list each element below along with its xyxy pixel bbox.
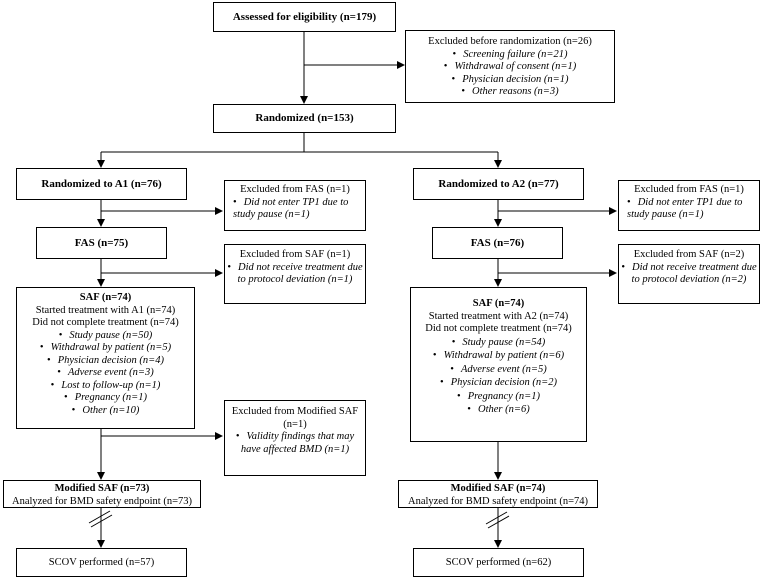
break-mark-a2 bbox=[485, 511, 508, 525]
list-item: Screening failure (n=21) bbox=[406, 49, 614, 62]
list-item: Physician decision (n=4) bbox=[17, 355, 194, 368]
a2-fas-label: FAS (n=76) bbox=[470, 237, 525, 249]
a2-mod-saf-title: Modified SAF (n=74) bbox=[450, 483, 546, 494]
a1-saf-line1: Started treatment with A1 (n=74) bbox=[35, 304, 176, 316]
a1-randomized-label: Randomized to A1 (n=76) bbox=[41, 178, 162, 190]
a2-saf-line2: Did not complete treatment (n=74) bbox=[425, 323, 572, 334]
list-item: Withdrawal by patient (n=6) bbox=[411, 349, 586, 363]
a1-fas-label: FAS (n=75) bbox=[74, 237, 129, 249]
assessed-box: Assessed for eligibility (n=179) bbox=[213, 2, 396, 32]
a1-saf-title: SAF (n=74) bbox=[79, 292, 132, 303]
a1-fas-box: FAS (n=75) bbox=[36, 227, 167, 259]
list-item: Adverse event (n=3) bbox=[17, 367, 194, 380]
excluded-before-title: Excluded before randomization (n=26) bbox=[428, 36, 592, 47]
list-item: Other (n=6) bbox=[411, 403, 586, 417]
a1-excl-saf-title: Excluded from SAF (n=1) bbox=[239, 249, 351, 260]
a2-saf-box: SAF (n=74) Started treatment with A2 (n=… bbox=[410, 287, 587, 442]
assessed-label: Assessed for eligibility (n=179) bbox=[232, 11, 377, 23]
list-item: Withdrawal by patient (n=5) bbox=[17, 342, 194, 355]
list-item: Did not receive treatment due to protoco… bbox=[225, 262, 365, 287]
a2-mod-saf-box: Modified SAF (n=74) Analyzed for BMD saf… bbox=[398, 480, 598, 508]
list-item: Physician decision (n=2) bbox=[411, 376, 586, 390]
a1-excl-mod-box: Excluded from Modified SAF (n=1) Validit… bbox=[224, 400, 366, 476]
list-item: Did not enter TP1 due to study pause (n=… bbox=[619, 197, 759, 222]
a2-saf-line1: Started treatment with A2 (n=74) bbox=[428, 310, 569, 322]
list-item: Pregnancy (n=1) bbox=[411, 390, 586, 404]
a1-excl-fas-title: Excluded from FAS (n=1) bbox=[240, 184, 350, 195]
list-item: Did not enter TP1 due to study pause (n=… bbox=[225, 197, 365, 222]
list-item: Study pause (n=50) bbox=[17, 330, 194, 343]
list-item: Physician decision (n=1) bbox=[406, 74, 614, 87]
a2-excl-fas-box: Excluded from FAS (n=1) Did not enter TP… bbox=[618, 180, 760, 231]
a2-randomized-box: Randomized to A2 (n=77) bbox=[413, 168, 584, 200]
a2-saf-title: SAF (n=74) bbox=[472, 298, 525, 309]
list-item: Study pause (n=54) bbox=[411, 336, 586, 350]
a2-excl-fas-title: Excluded from FAS (n=1) bbox=[634, 184, 744, 195]
excluded-before-box: Excluded before randomization (n=26) Scr… bbox=[405, 30, 615, 103]
randomized-box: Randomized (n=153) bbox=[213, 104, 396, 133]
list-item: Did not receive treatment due to protoco… bbox=[619, 262, 759, 287]
list-item: Lost to follow-up (n=1) bbox=[17, 380, 194, 393]
a1-saf-box: SAF (n=74) Started treatment with A1 (n=… bbox=[16, 287, 195, 429]
list-item: Other reasons (n=3) bbox=[406, 86, 614, 99]
list-item: Other (n=10) bbox=[17, 405, 194, 418]
list-item: Pregnancy (n=1) bbox=[17, 392, 194, 405]
a1-mod-saf-title: Modified SAF (n=73) bbox=[54, 483, 150, 494]
a1-excl-fas-box: Excluded from FAS (n=1) Did not enter TP… bbox=[224, 180, 366, 231]
a1-saf-line2: Did not complete treatment (n=74) bbox=[32, 317, 179, 328]
a2-mod-saf-line: Analyzed for BMD safety endpoint (n=74) bbox=[407, 495, 588, 507]
a1-mod-saf-box: Modified SAF (n=73) Analyzed for BMD saf… bbox=[3, 480, 201, 508]
a1-scov-box: SCOV performed (n=57) bbox=[16, 548, 187, 577]
a2-randomized-label: Randomized to A2 (n=77) bbox=[438, 178, 559, 190]
a1-mod-saf-line: Analyzed for BMD safety endpoint (n=73) bbox=[11, 495, 192, 507]
list-item: Adverse event (n=5) bbox=[411, 363, 586, 377]
a2-scov-label: SCOV performed (n=62) bbox=[445, 557, 552, 568]
a2-scov-box: SCOV performed (n=62) bbox=[413, 548, 584, 577]
a2-excl-saf-title: Excluded from SAF (n=2) bbox=[633, 249, 745, 260]
a2-fas-box: FAS (n=76) bbox=[432, 227, 563, 259]
a1-scov-label: SCOV performed (n=57) bbox=[48, 557, 155, 568]
a1-excl-saf-box: Excluded from SAF (n=1) Did not receive … bbox=[224, 244, 366, 304]
a2-excl-saf-box: Excluded from SAF (n=2) Did not receive … bbox=[618, 244, 760, 304]
list-item: Withdrawal of consent (n=1) bbox=[406, 61, 614, 74]
a1-excl-mod-title: Excluded from Modified SAF bbox=[231, 406, 359, 417]
break-mark-a1 bbox=[88, 510, 111, 524]
a1-excl-mod-title2: (n=1) bbox=[283, 418, 307, 430]
a1-randomized-box: Randomized to A1 (n=76) bbox=[16, 168, 187, 200]
list-item: Validity findings that may have affected… bbox=[225, 431, 365, 456]
randomized-label: Randomized (n=153) bbox=[255, 112, 354, 124]
